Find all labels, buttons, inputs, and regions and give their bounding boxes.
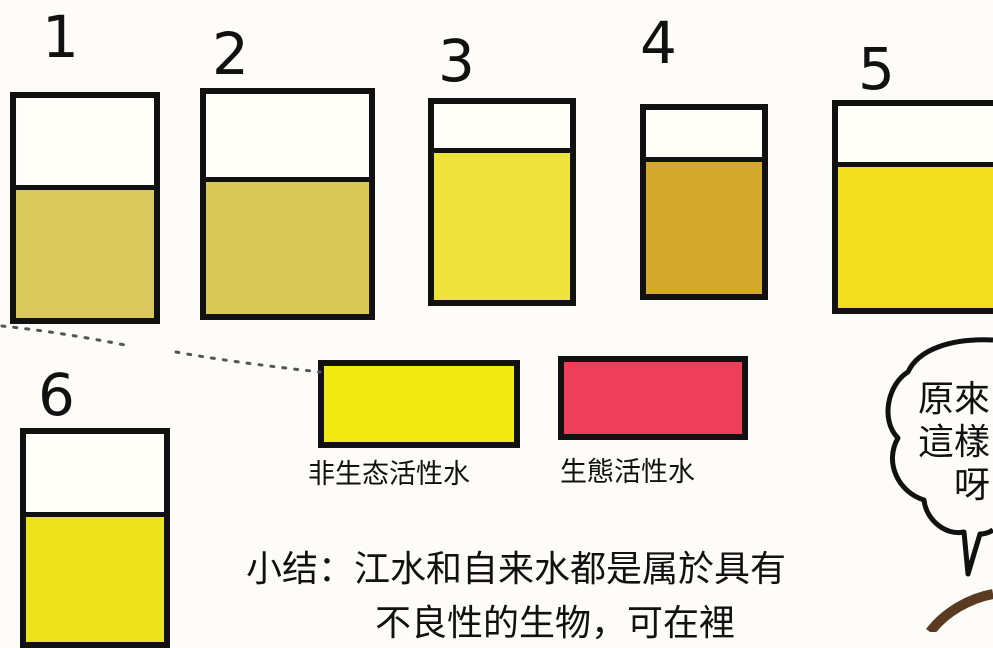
beaker-3	[428, 98, 576, 306]
beaker-2	[200, 88, 375, 320]
legend-label-non-eco: 非生态活性水	[308, 459, 470, 490]
beaker-1	[10, 92, 160, 324]
liquid-fill	[838, 161, 993, 308]
liquid-fill	[646, 156, 762, 294]
speech-bubble-text: 原來 這樣 呀	[918, 378, 993, 508]
liquid-fill	[26, 512, 164, 642]
beaker-number-5: 5	[858, 35, 895, 103]
summary-line-1: 小结：江水和自来水都是属於具有	[246, 549, 787, 590]
beaker-number-4: 4	[640, 9, 677, 77]
bubble-line-1: 原來	[918, 379, 991, 420]
beaker-6	[20, 428, 170, 648]
beaker-5	[832, 100, 993, 314]
character-head	[926, 589, 993, 632]
liquid-fill	[434, 148, 570, 300]
speech-bubble	[885, 337, 993, 577]
legend-label-eco: 生態活性水	[560, 457, 695, 488]
beaker-number-2: 2	[212, 20, 249, 88]
bubble-line-2: 這樣	[918, 422, 991, 464]
summary-line-2: 不良性的生物，可在裡	[375, 603, 736, 644]
liquid-fill	[16, 185, 154, 318]
dotted-line	[0, 324, 132, 348]
beaker-number-6: 6	[38, 361, 75, 429]
legend-swatch-eco	[558, 356, 748, 440]
beaker-4	[640, 104, 768, 300]
legend-swatch-non-eco	[318, 360, 520, 448]
bubble-line-3: 呀	[954, 465, 991, 507]
dotted-line	[174, 350, 322, 374]
beaker-number-1: 1	[42, 3, 79, 71]
beaker-number-3: 3	[438, 27, 475, 95]
sketch-overlay	[0, 324, 993, 632]
liquid-fill	[206, 177, 369, 314]
